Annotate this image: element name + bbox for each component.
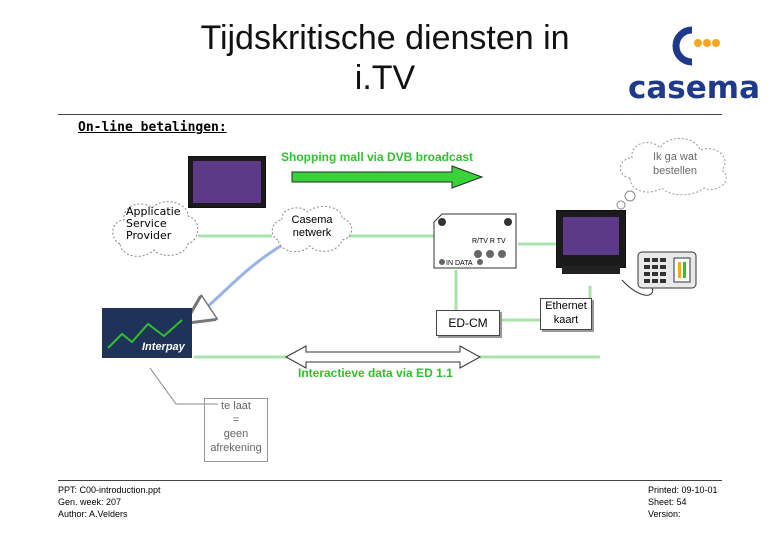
thought-line-2: bestellen bbox=[652, 165, 698, 177]
footer-week: Gen. week: 207 bbox=[58, 497, 122, 507]
asp-cloud-shape bbox=[112, 201, 199, 257]
asp-cloud: Applicatie Service Provider bbox=[108, 194, 200, 260]
footer-sheet: Sheet: 54 bbox=[648, 497, 687, 507]
footer-file: PPT: C00-introduction.ppt bbox=[58, 485, 161, 495]
interactive-data-arrow bbox=[284, 345, 482, 369]
thought-line-1: Ik ga wat bbox=[652, 151, 698, 163]
note-line-3: geen bbox=[223, 428, 249, 440]
network-lines bbox=[194, 234, 600, 359]
section-subtitle: On-line betalingen: bbox=[78, 120, 227, 135]
broadcast-arrow bbox=[291, 165, 484, 189]
note-line-4: afrekening bbox=[210, 442, 262, 454]
modem-ports-label: R/TV R TV bbox=[472, 238, 506, 245]
casema-network-label-2: netwerk bbox=[292, 227, 332, 239]
casema-network-label-1: Casema bbox=[291, 214, 333, 226]
casema-logo: casema bbox=[628, 22, 760, 106]
footer-rule bbox=[58, 480, 722, 481]
late-note-box: te laat = geen afrekening bbox=[204, 398, 268, 462]
slide-title: Tijdskritische diensten in i.TV bbox=[140, 18, 630, 98]
interpay-logo-mark: Interpay bbox=[107, 319, 186, 353]
edcm-box: ED-CM bbox=[436, 310, 500, 336]
header-rule bbox=[58, 114, 722, 115]
payment-terminal-shape bbox=[637, 251, 697, 289]
footer-left: PPT: C00-introduction.ppt Gen. week: 207… bbox=[58, 484, 161, 520]
thought-cloud: Ik ga wat bestellen bbox=[612, 130, 738, 198]
modem-data-label: IN DATA bbox=[446, 260, 473, 267]
casema-network-cloud: Casema netwerk bbox=[268, 200, 356, 256]
payment-terminal bbox=[636, 250, 698, 290]
shopping-mall-screen-content bbox=[193, 161, 261, 203]
television-body bbox=[556, 210, 626, 268]
footer-version: Version: bbox=[648, 509, 681, 519]
casema-cloud-shape bbox=[271, 205, 353, 253]
title-line-1: Tijdskritische diensten in bbox=[200, 19, 570, 57]
interpay-text: Interpay bbox=[142, 341, 186, 353]
footer-author: Author: A.Velders bbox=[58, 509, 128, 519]
casema-logo-mark bbox=[672, 26, 720, 66]
footer-printed: Printed: 09-10-01 bbox=[648, 485, 718, 495]
ethernet-label-2: kaart bbox=[553, 314, 579, 326]
shopping-mall-screen bbox=[188, 156, 266, 208]
note-line-1: te laat bbox=[221, 400, 251, 412]
television-screen bbox=[563, 217, 619, 255]
title-line-2: i.TV bbox=[354, 59, 416, 97]
interpay-logo: Interpay bbox=[102, 308, 192, 358]
footer-right: Printed: 09-10-01 Sheet: 54 Version: bbox=[648, 484, 718, 520]
bank-link-curve bbox=[190, 242, 285, 320]
asp-label: Applicatie Service Provider bbox=[126, 205, 181, 242]
broadcast-label: Shopping mall via DVB broadcast bbox=[281, 150, 474, 164]
television bbox=[556, 210, 626, 278]
logo-wordmark: casema bbox=[628, 70, 760, 106]
interactive-data-label: Interactieve data via ED 1.1 bbox=[298, 366, 453, 380]
modem-box-shape bbox=[433, 213, 517, 269]
thought-bubbles bbox=[611, 190, 636, 217]
ethernet-label-1: Ethernet bbox=[545, 300, 587, 312]
note-line-2: = bbox=[232, 414, 240, 426]
thought-cloud-shape bbox=[620, 138, 727, 196]
ethernet-card-box: Ethernet kaart bbox=[540, 298, 592, 330]
television-stand bbox=[562, 266, 620, 274]
modem-box: R/TV R TV IN DATA bbox=[432, 212, 520, 270]
